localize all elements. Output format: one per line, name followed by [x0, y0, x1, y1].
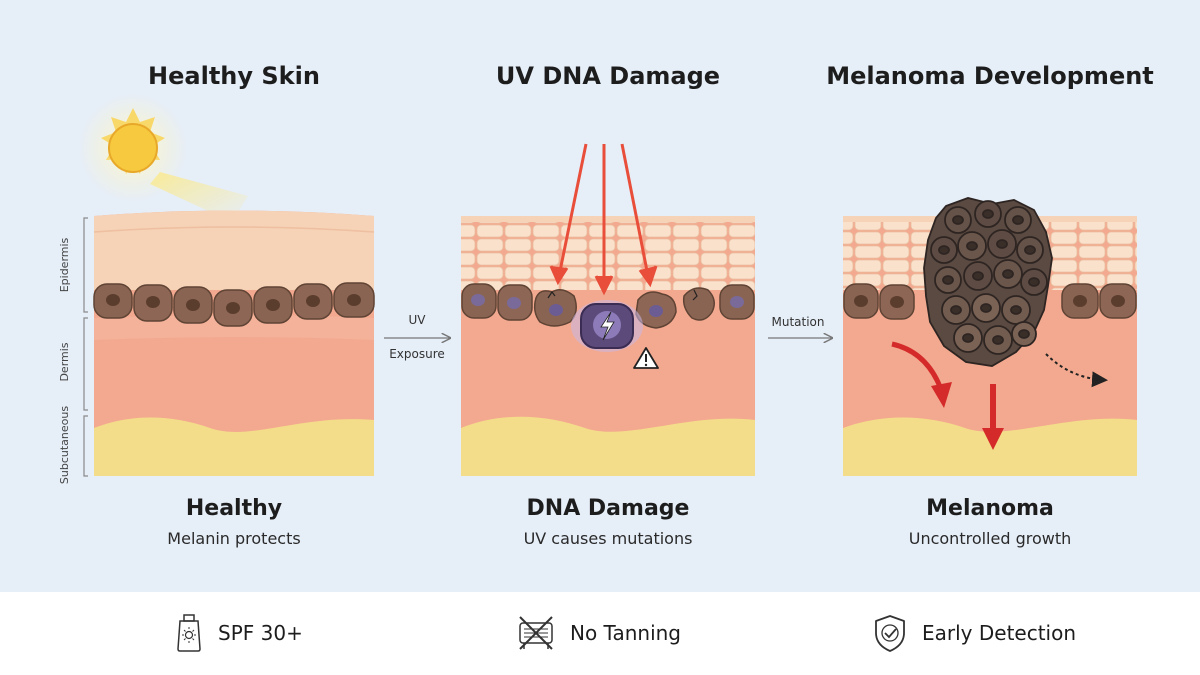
uv-label: UV: [387, 313, 447, 327]
panel-healthy: [78, 93, 374, 476]
tip-label-early-detection: Early Detection: [922, 621, 1076, 645]
panel-melanoma: [843, 198, 1137, 476]
skin-surface: [461, 216, 755, 222]
subcaption-dna-damage: UV causes mutations: [418, 529, 798, 548]
layer-label-epidermis: Epidermis: [58, 220, 72, 310]
layer-label-dermis: Dermis: [58, 317, 72, 407]
tip-label-spf: SPF 30+: [218, 621, 303, 645]
panel-title-dna-damage: UV DNA Damage: [418, 62, 798, 90]
epidermis-layer: [94, 211, 374, 291]
no-tanning-bed-icon: [516, 613, 556, 653]
layer-label-subcutaneous: Subcutaneous: [58, 400, 72, 490]
dna-damaged-cell: [571, 300, 643, 352]
panel-title-melanoma: Melanoma Development: [800, 62, 1180, 90]
panel-dna-damage: [461, 144, 755, 476]
layer-brackets: [84, 218, 88, 476]
mutation-label: Mutation: [763, 315, 833, 329]
subcaption-melanoma: Uncontrolled growth: [800, 529, 1180, 548]
panel-title-healthy: Healthy Skin: [44, 62, 424, 90]
sunscreen-bottle-icon: [174, 613, 204, 653]
tip-spf: SPF 30+: [174, 612, 303, 654]
caption-healthy: Healthy: [44, 496, 424, 521]
caption-dna-damage: DNA Damage: [418, 496, 798, 521]
tip-early-detection: Early Detection: [872, 612, 1076, 654]
exposure-label: Exposure: [382, 347, 452, 361]
subcaption-healthy: Melanin protects: [44, 529, 424, 548]
melanoma-tumor: [924, 198, 1052, 366]
shield-check-icon: [872, 613, 908, 653]
tip-no-tanning: No Tanning: [516, 612, 681, 654]
caption-melanoma: Melanoma: [800, 496, 1180, 521]
tip-label-no-tanning: No Tanning: [570, 621, 681, 645]
